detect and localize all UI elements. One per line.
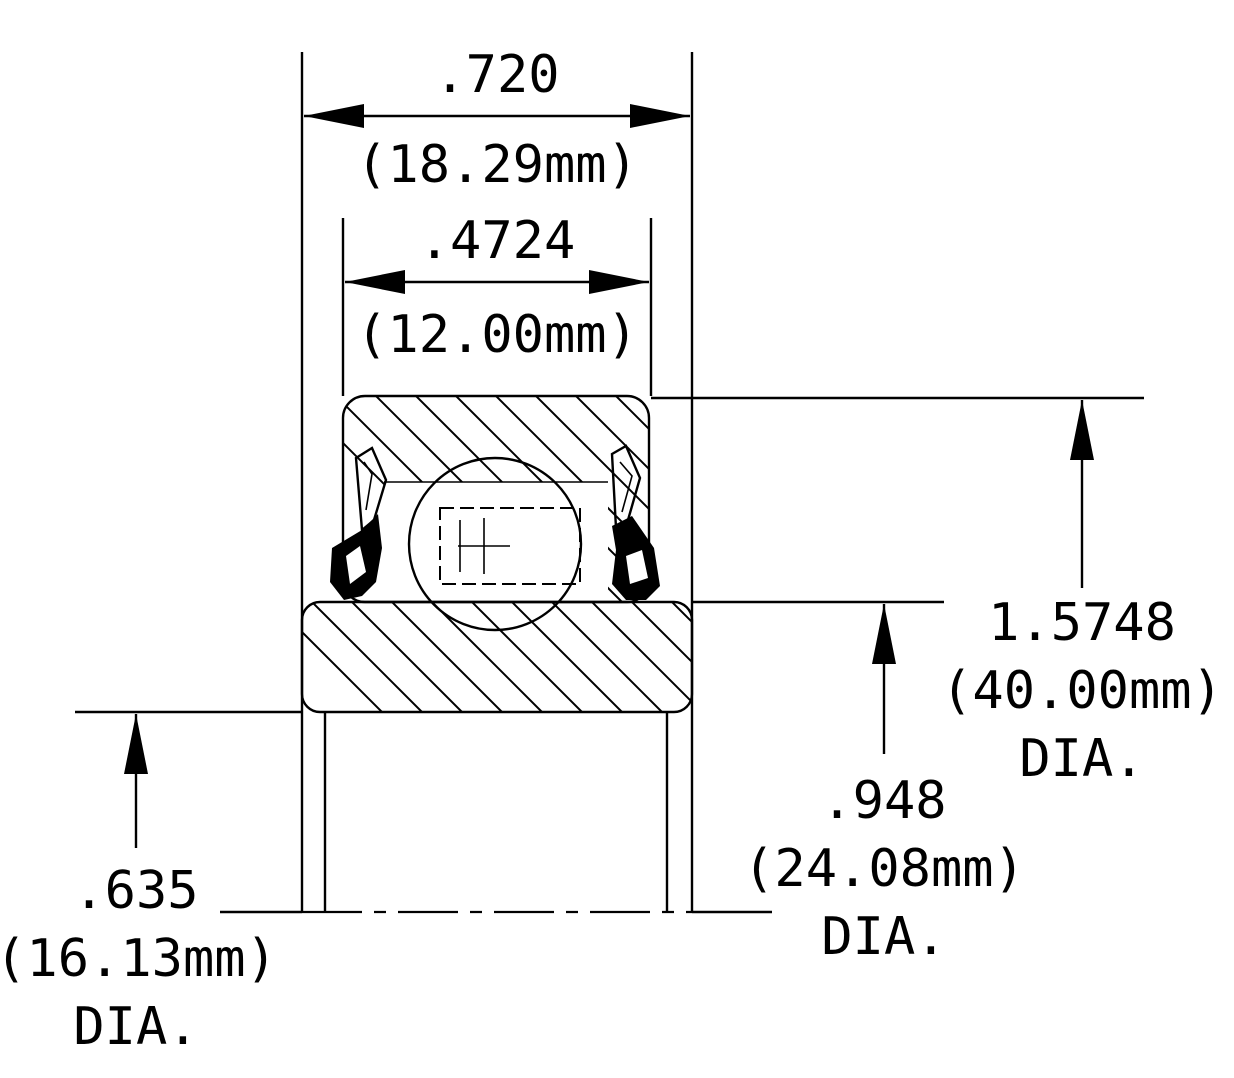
left-seal [330,446,388,600]
overall-width-inch: .720 [434,45,559,105]
inner-ring [300,600,694,714]
bore-mm: (16.13mm) [0,929,277,989]
ball [407,456,583,632]
outer-diameter-inch: 1.5748 [988,593,1176,653]
overall-width-mm: (18.29mm) [356,135,638,195]
dimension-lines [124,104,1094,848]
bore-suffix: DIA. [73,997,198,1057]
ring-width-inch: .4724 [419,211,576,271]
ring-width-mm: (12.00mm) [356,305,638,365]
dimension-labels: .720 (18.29mm) .4724 (12.00mm) 1.5748 (4… [0,45,1223,1057]
bore-lines [302,712,692,914]
outer-diameter-suffix: DIA. [1019,729,1144,789]
inner-ring-od-inch: .948 [821,771,946,831]
right-seal [610,444,660,600]
inner-ring-od-mm: (24.08mm) [743,839,1025,899]
inner-ring-od-suffix: DIA. [821,907,946,967]
outer-diameter-mm: (40.00mm) [941,661,1223,721]
extension-lines [75,52,1144,914]
bore-inch: .635 [73,861,198,921]
